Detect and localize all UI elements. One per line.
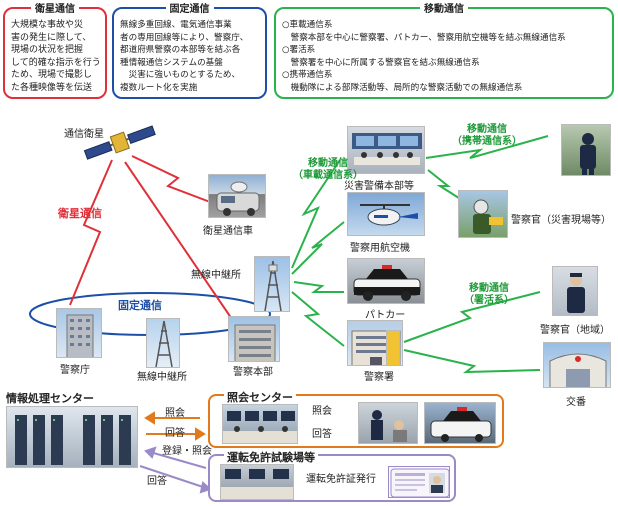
relay-station-top-photo bbox=[254, 256, 290, 312]
officer-area-label: 警察官（地域） bbox=[540, 325, 610, 336]
police-hq-photo bbox=[228, 316, 280, 362]
fixed-comm-box-title: 固定通信 bbox=[165, 0, 214, 15]
satellite-icon bbox=[83, 125, 156, 160]
fixed-box-line: 種情報通信システムの基盤 bbox=[120, 57, 223, 68]
fixed-box-line: 無線多重回線、電気通信事業 bbox=[120, 20, 232, 30]
officer-site-photo-2 bbox=[458, 190, 508, 238]
mobile-vehicle-label-line-1: 移動通信 bbox=[308, 158, 348, 169]
fixed-box-line: 者の専用回線等により、警察庁、 bbox=[120, 32, 249, 43]
register-inquiry-label: 登録・照会 bbox=[162, 446, 212, 457]
mobile-station-label: 移動通信 （署活系） bbox=[464, 283, 514, 307]
mobile-link-station-1 bbox=[403, 291, 541, 343]
patrol-car-photo bbox=[347, 258, 425, 304]
satellite-link-car bbox=[131, 155, 219, 206]
arrow-inquiry-left bbox=[144, 411, 200, 425]
mobile-box-line: 機動隊による部隊活動等、局所的な警察活動での無線通信系 bbox=[282, 82, 523, 93]
arrow-answer-bottom bbox=[139, 465, 212, 494]
mobile-portable-label: 移動通信 （携帯通信系） bbox=[452, 124, 522, 148]
disaster-hq-label: 災害警備本部等 bbox=[344, 181, 414, 192]
relay-station-bottom-photo bbox=[146, 318, 180, 368]
answer-left-label: 回答 bbox=[165, 428, 185, 439]
inquiry-center-title: 照会センター bbox=[224, 389, 296, 405]
mobile-vehicle-label-line-2: （車載通信系） bbox=[293, 170, 363, 181]
inquiry-left-label: 照会 bbox=[165, 408, 185, 419]
patrol-car-label: パトカー bbox=[365, 310, 406, 321]
satellite-label: 通信衛星 bbox=[64, 129, 104, 140]
fixed-comm-box-body: 無線多重回線、電気通信事業 者の専用回線等により、警察庁、 都道府県警察の本部等… bbox=[120, 19, 261, 94]
mobile-station-label-line-1: 移動通信 bbox=[469, 283, 509, 294]
fixed-box-line: 複数ルート化を実施 bbox=[120, 82, 198, 93]
mobile-portable-label-line-1: 移動通信 bbox=[467, 124, 507, 135]
license-card-photo bbox=[388, 466, 450, 498]
satellite-comm-label: 衛星通信 bbox=[58, 207, 102, 220]
arrow-register-inquiry bbox=[144, 446, 207, 469]
info-center-title: 情報処理センター bbox=[6, 392, 94, 405]
fixed-comm-label: 固定通信 bbox=[116, 297, 164, 313]
disaster-hq-photo bbox=[347, 126, 425, 174]
mobile-portable-label-line-2: （携帯通信系） bbox=[452, 136, 522, 147]
mobile-box-line: 警察本部を中心に警察署、パトカー、警察用航空機等を結ぶ無線通信系 bbox=[282, 32, 566, 43]
license-center-box: 運転免許試験場等 運転免許証発行 bbox=[208, 449, 456, 502]
mobile-link-portable-2 bbox=[427, 169, 463, 201]
mobile-vehicle-label: 移動通信 （車載通信系） bbox=[293, 158, 363, 182]
satellite-box-line: た各種映像等を伝送 bbox=[11, 82, 93, 93]
satellite-comm-box: 衛星通信 大規模な事故や災 害の発生に際して、 現場の状況を把握 して的確な指示… bbox=[3, 0, 107, 99]
license-center-photo bbox=[220, 464, 294, 500]
koban-photo bbox=[543, 342, 611, 388]
fixed-box-line: 都道府県警察の本部等を結ぶ各 bbox=[120, 45, 241, 55]
mobile-link-station-2 bbox=[403, 349, 541, 374]
police-hq-label: 警察本部 bbox=[233, 367, 273, 378]
mobile-box-line: 警察署を中心に所属する警察官を結ぶ無線通信系 bbox=[282, 57, 480, 68]
aircraft-photo bbox=[347, 192, 425, 236]
mobile-link-disaster bbox=[291, 159, 341, 269]
info-center-photo bbox=[6, 406, 138, 468]
mobile-comm-box: 移動通信 ○車載通信系 警察本部を中心に警察署、パトカー、警察用航空機等を結ぶ無… bbox=[274, 0, 614, 99]
inquiry-officers-photo bbox=[358, 402, 418, 444]
police-station-label: 警察署 bbox=[364, 372, 394, 383]
officer-site-label: 警察官（災害現場等） bbox=[511, 215, 611, 226]
inquiry-patrol-photo bbox=[424, 402, 496, 444]
relay-station-top-label: 無線中継所 bbox=[191, 270, 241, 281]
satellite-car-label: 衛星通信車 bbox=[203, 226, 253, 237]
fixed-comm-box: 固定通信 無線多重回線、電気通信事業 者の専用回線等により、警察庁、 都道府県警… bbox=[112, 0, 267, 99]
npa-building-photo bbox=[56, 308, 102, 358]
mobile-link-aircraft bbox=[291, 221, 345, 275]
satellite-box-line: して的確な指示を行う bbox=[11, 57, 101, 68]
relay-station-bottom-label: 無線中継所 bbox=[137, 372, 187, 383]
inquiry-right-label: 照会 bbox=[312, 406, 332, 417]
satellite-link-npa bbox=[69, 159, 113, 306]
inquiry-center-box: 照会センター bbox=[208, 389, 504, 448]
answer-right-label: 回答 bbox=[312, 429, 332, 440]
aircraft-label: 警察用航空機 bbox=[350, 243, 410, 254]
satellite-box-line: 害の発生に際して、 bbox=[11, 32, 92, 43]
police-station-sign-photo bbox=[386, 330, 400, 366]
satellite-box-line: 現場の状況を把握 bbox=[11, 45, 84, 55]
mobile-link-station bbox=[291, 291, 345, 347]
satellite-box-line: 大規模な事故や災 bbox=[11, 20, 84, 30]
fixed-box-line: 災害に強いものとするため、 bbox=[120, 70, 241, 80]
satellite-car-photo bbox=[208, 174, 266, 218]
mobile-link-patrol bbox=[293, 281, 344, 293]
officer-area-photo bbox=[552, 266, 598, 316]
mobile-link-portable-1 bbox=[425, 135, 549, 159]
mobile-box-line: ○車載通信系 bbox=[282, 20, 333, 30]
satellite-comm-box-title: 衛星通信 bbox=[31, 0, 79, 15]
mobile-box-line: ○携帯通信系 bbox=[282, 70, 333, 80]
mobile-comm-box-body: ○車載通信系 警察本部を中心に警察署、パトカー、警察用航空機等を結ぶ無線通信系 … bbox=[282, 19, 608, 94]
license-center-title: 運転免許試験場等 bbox=[224, 449, 318, 465]
arrow-answer-left bbox=[146, 427, 206, 441]
satellite-box-line: ため、現場で撮影し bbox=[11, 70, 93, 80]
inquiry-center-photo bbox=[222, 404, 298, 444]
answer-bottom-label: 回答 bbox=[147, 476, 167, 487]
mobile-comm-box-title: 移動通信 bbox=[420, 0, 468, 15]
npa-label: 警察庁 bbox=[60, 365, 90, 376]
satellite-comm-box-body: 大規模な事故や災 害の発生に際して、 現場の状況を把握 して的確な指示を行う た… bbox=[11, 19, 101, 94]
license-issue-label: 運転免許証発行 bbox=[306, 474, 376, 485]
mobile-station-label-line-2: （署活系） bbox=[464, 295, 514, 306]
koban-label: 交番 bbox=[566, 397, 586, 408]
satellite-link-hq bbox=[124, 161, 239, 329]
info-center-box: 情報処理センター bbox=[6, 392, 138, 470]
officer-site-photo-1 bbox=[561, 124, 611, 176]
mobile-box-line: ○署活系 bbox=[282, 45, 316, 55]
